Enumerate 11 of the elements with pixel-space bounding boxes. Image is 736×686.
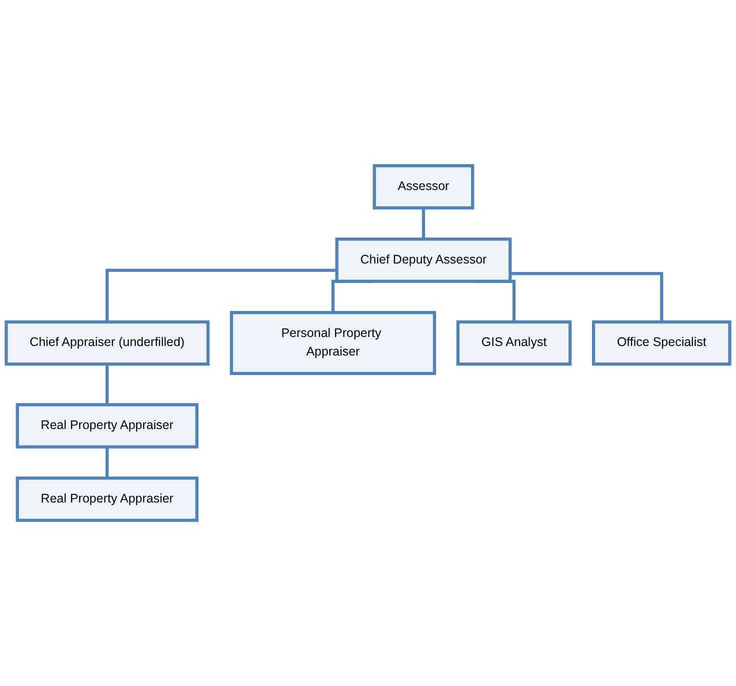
connector	[510, 272, 664, 322]
node-box: Chief Deputy Assessor	[335, 238, 512, 283]
node-box: Personal Property Appraiser	[230, 310, 436, 376]
node-box: Assessor	[372, 164, 474, 210]
node-box: Real Property Apprasier	[16, 476, 198, 522]
node-box: Chief Appraiser (underfilled)	[4, 320, 210, 366]
node-box: Office Specialist	[592, 320, 732, 366]
connector	[106, 362, 109, 405]
node-box: Real Property Appraiser	[16, 403, 198, 448]
connector	[106, 268, 337, 322]
node-box: GIS Analyst	[456, 320, 572, 366]
